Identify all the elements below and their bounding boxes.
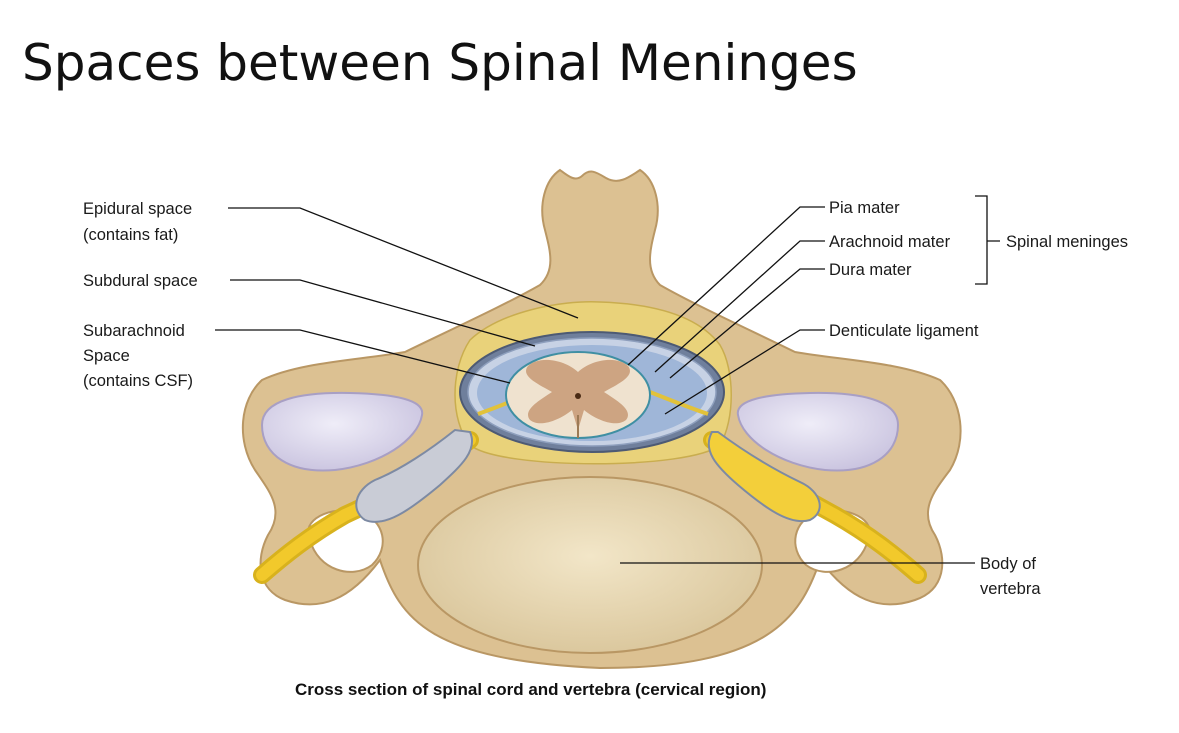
articular-surface-right xyxy=(736,391,900,472)
dural-root-sleeve-left xyxy=(355,428,473,523)
leader-subarachnoid xyxy=(215,329,511,384)
dorsal-root-ganglion-right xyxy=(707,431,821,523)
leader-denticulate xyxy=(664,329,825,415)
label-spinal-meninges: Spinal meninges xyxy=(1006,233,1128,251)
label-subarachnoid: Subarachnoid xyxy=(83,322,185,340)
label-body-of: Body of xyxy=(980,555,1036,573)
label-vertebra: vertebra xyxy=(980,580,1041,598)
vertebral-body xyxy=(417,476,763,654)
leader-pia xyxy=(627,206,825,366)
figure-caption: Cross section of spinal cord and vertebr… xyxy=(295,680,766,699)
label-subarachnoid-space: Space xyxy=(83,347,130,365)
label-arachnoid-mater: Arachnoid mater xyxy=(829,233,951,251)
label-epidural-space: Epidural space xyxy=(83,200,192,218)
denticulate-ligament-right xyxy=(649,390,709,416)
leader-arachnoid xyxy=(654,240,825,373)
label-denticulate-ligament: Denticulate ligament xyxy=(829,322,979,340)
label-dura-mater: Dura mater xyxy=(829,261,912,279)
page-title: Spaces between Spinal Meninges xyxy=(22,34,858,92)
label-pia-mater: Pia mater xyxy=(829,199,900,217)
meninges-bracket xyxy=(975,195,1000,285)
label-epidural-contains: (contains fat) xyxy=(83,226,178,244)
label-subdural-space: Subdural space xyxy=(83,272,198,290)
leader-subdural xyxy=(230,279,536,347)
articular-surface-left xyxy=(260,391,424,472)
central-canal xyxy=(575,393,581,399)
leader-dura xyxy=(669,268,825,379)
leader-epidural xyxy=(228,207,579,319)
label-subarachnoid-contains: (contains CSF) xyxy=(83,372,193,390)
